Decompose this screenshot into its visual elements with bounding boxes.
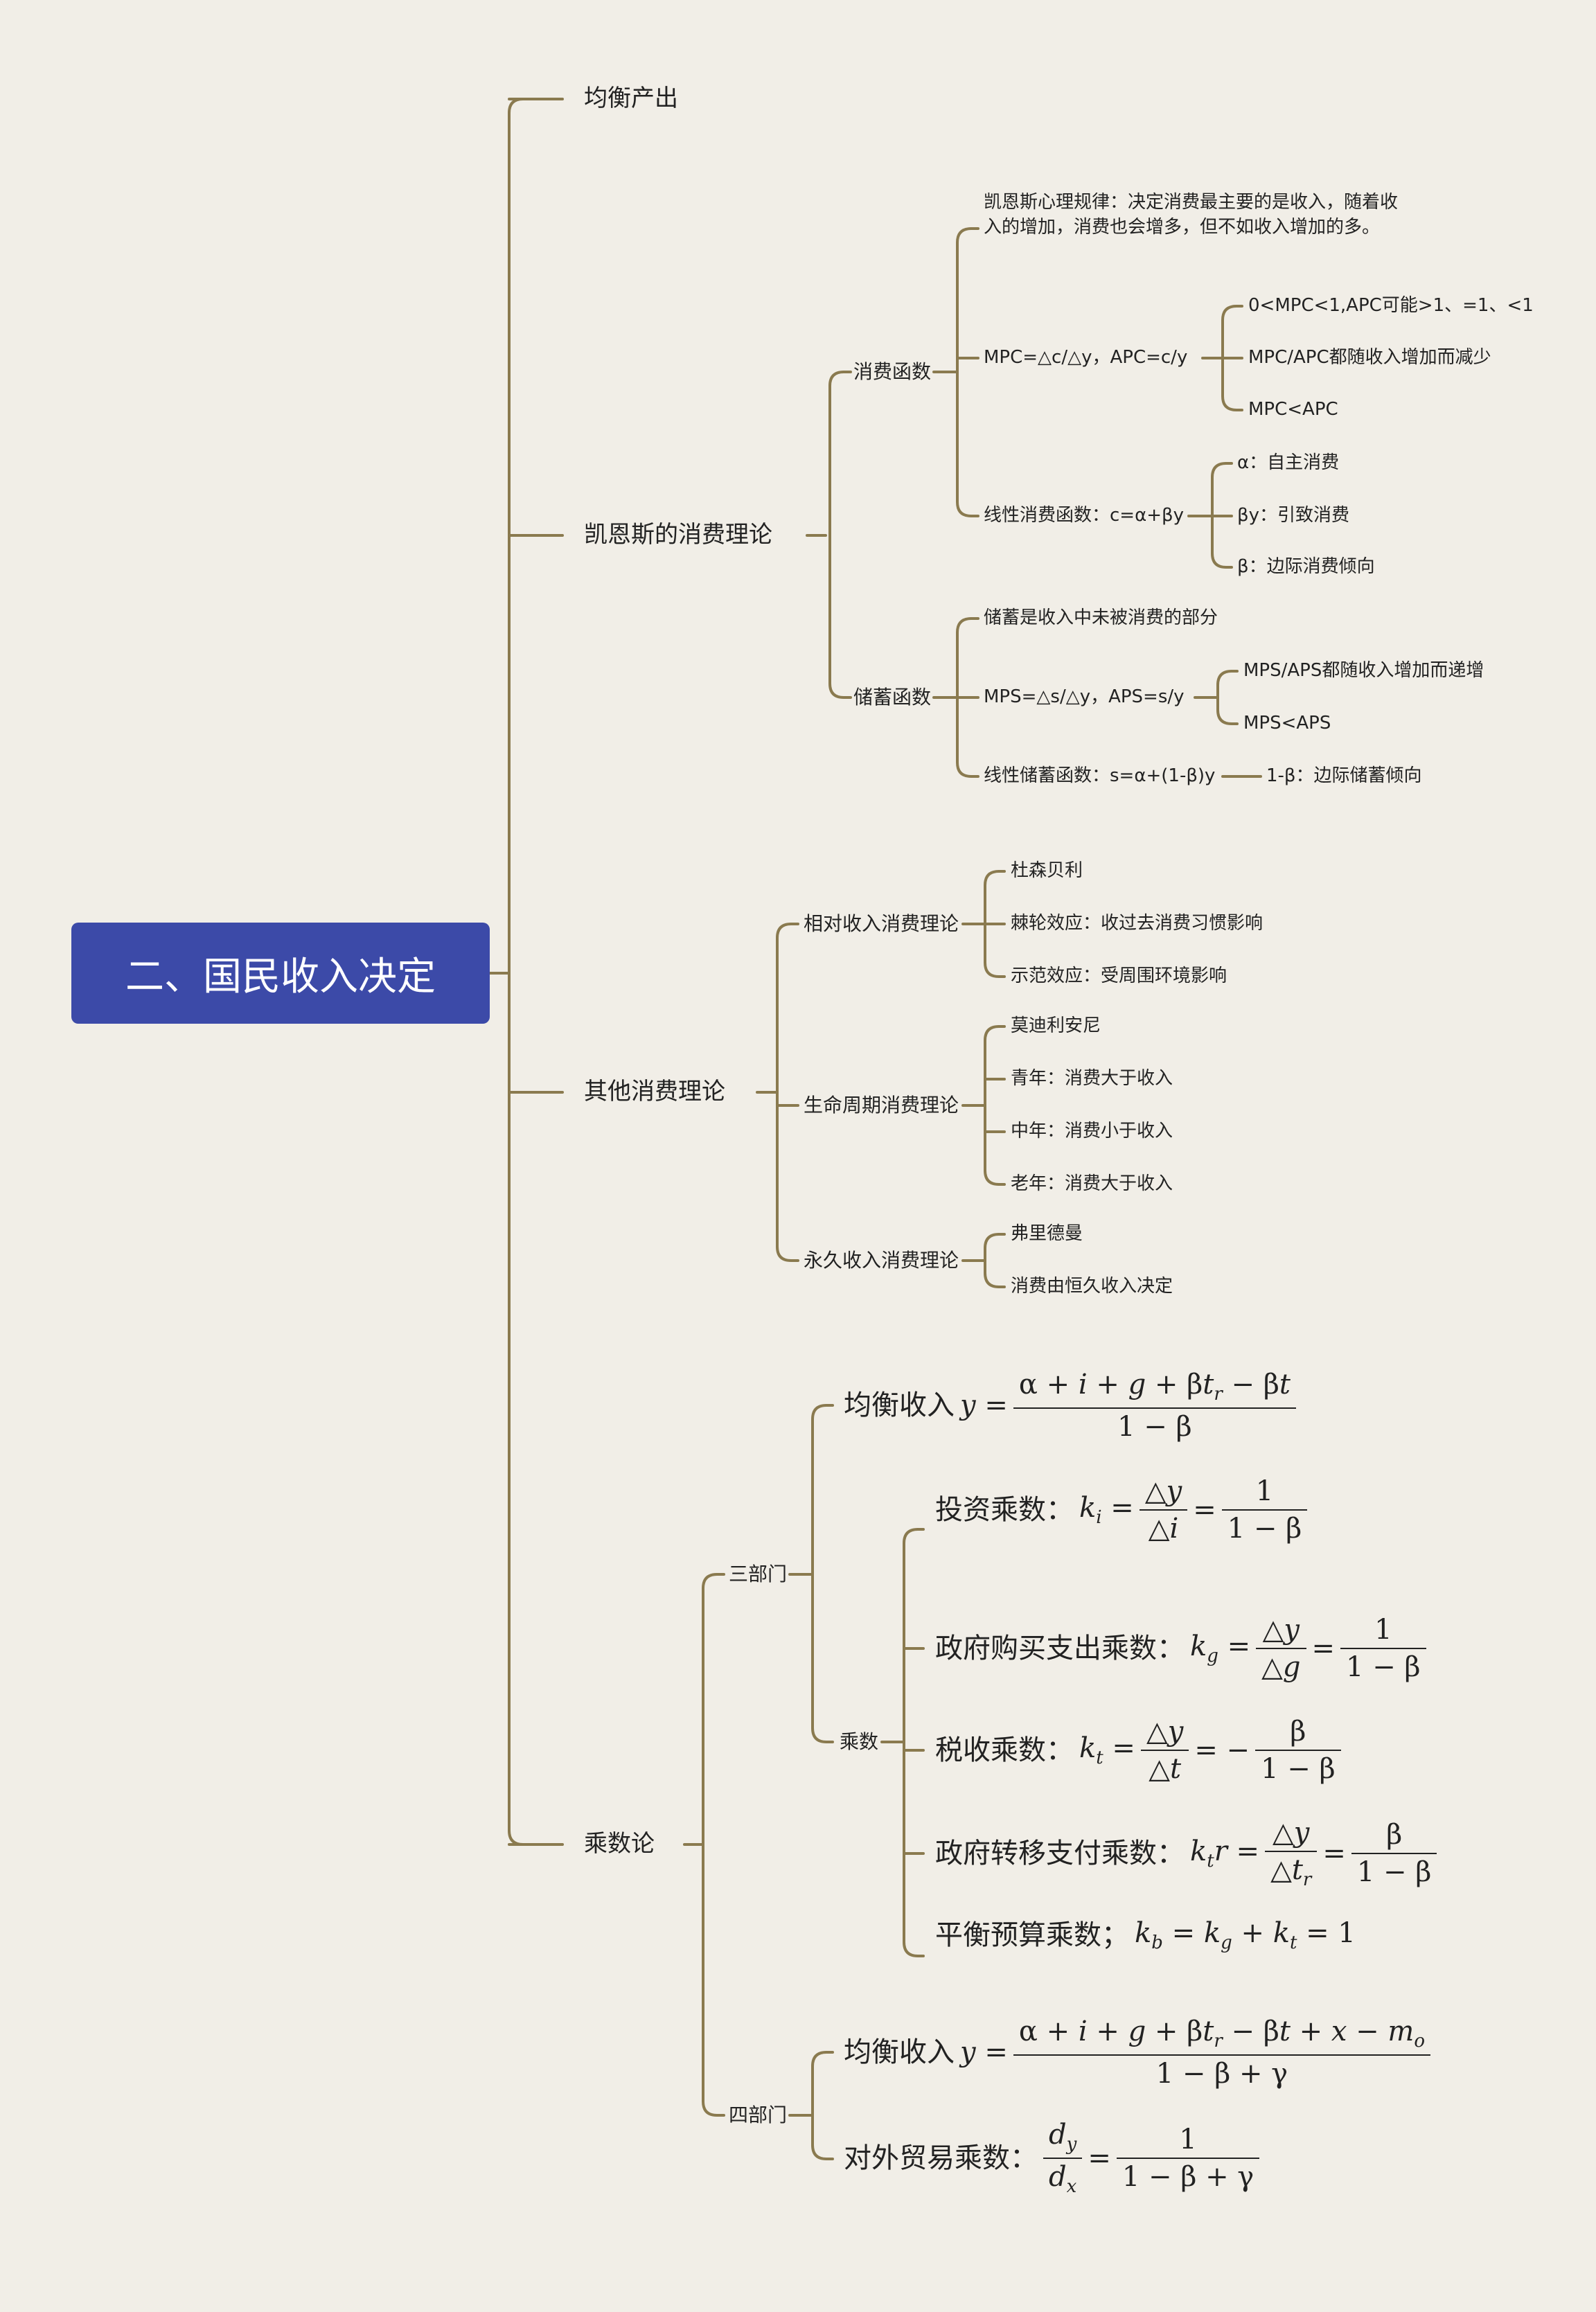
node-relative-income[interactable]: 相对收入消费理论 xyxy=(804,912,959,935)
node-linear-item-3[interactable]: β：边际消费倾向 xyxy=(1237,556,1375,577)
node-lifecycle-item-4[interactable]: 老年：消费大于收入 xyxy=(1011,1173,1173,1194)
node-relative-item-1[interactable]: 杜森贝利 xyxy=(1011,860,1083,881)
node-saving-def[interactable]: 储蓄是收入中未被消费的部分 xyxy=(984,607,1218,628)
node-consumption-function[interactable]: 消费函数 xyxy=(853,360,932,383)
node-linear-saving[interactable]: 线性储蓄函数：s=α+(1-β)y xyxy=(984,765,1216,786)
formula-balanced-budget-multiplier[interactable]: 平衡预算乘数； kb = kg + kt = 1 xyxy=(935,1917,1356,1953)
node-permanent-income[interactable]: 永久收入消费理论 xyxy=(804,1249,959,1272)
node-permanent-item-1[interactable]: 弗里德曼 xyxy=(1011,1223,1083,1244)
root-label: 二、国民收入决定 xyxy=(125,954,436,999)
node-mpc-item-2[interactable]: MPC/APC都随收入增加而减少 xyxy=(1248,347,1491,368)
node-mpc-item-1[interactable]: 0<MPC<1,APC可能>1、=1、<1 xyxy=(1248,295,1534,316)
node-multipliers[interactable]: 乘数 xyxy=(840,1730,879,1753)
node-linear-saving-item[interactable]: 1-β：边际储蓄倾向 xyxy=(1266,765,1422,786)
node-lifecycle-item-2[interactable]: 青年：消费大于收入 xyxy=(1011,1068,1173,1089)
node-lifecycle-item-3[interactable]: 中年：消费小于收入 xyxy=(1011,1121,1173,1141)
node-life-cycle[interactable]: 生命周期消费理论 xyxy=(804,1094,959,1117)
node-keynes-law[interactable]: 凯恩斯心理规律：决定消费最主要的是收入，随着收入的增加，消费也会增多，但不如收入… xyxy=(984,192,1399,238)
node-three-sector[interactable]: 三部门 xyxy=(729,1563,788,1585)
node-mpc-item-3[interactable]: MPC<APC xyxy=(1248,399,1338,420)
node-keynes[interactable]: 凯恩斯的消费理论 xyxy=(584,521,772,549)
node-four-sector[interactable]: 四部门 xyxy=(729,2104,788,2126)
node-mps-item-2[interactable]: MPS<APS xyxy=(1243,713,1331,733)
node-linear-consumption[interactable]: 线性消费函数：c=α+βy xyxy=(984,505,1184,526)
node-linear-item-2[interactable]: βy：引致消费 xyxy=(1237,505,1349,526)
node-relative-item-2[interactable]: 棘轮效应：收过去消费习惯影响 xyxy=(1011,913,1264,934)
node-permanent-item-2[interactable]: 消费由恒久收入决定 xyxy=(1011,1276,1173,1297)
node-relative-item-3[interactable]: 示范效应：受周围环境影响 xyxy=(1011,966,1227,986)
node-other-theories[interactable]: 其他消费理论 xyxy=(584,1078,725,1105)
node-lifecycle-item-1[interactable]: 莫迪利安尼 xyxy=(1011,1015,1101,1036)
node-mps-aps[interactable]: MPS=△s/△y，APS=s/y xyxy=(984,686,1185,707)
node-equilibrium-output[interactable]: 均衡产出 xyxy=(584,85,678,112)
node-multiplier[interactable]: 乘数论 xyxy=(584,1830,655,1858)
node-mps-item-1[interactable]: MPS/APS都随收入增加而递增 xyxy=(1243,660,1484,681)
node-linear-item-1[interactable]: α：自主消费 xyxy=(1237,452,1340,473)
node-mpc-apc[interactable]: MPC=△c/△y，APC=c/y xyxy=(984,347,1188,368)
root-node[interactable]: 二、国民收入决定 xyxy=(71,923,490,1024)
node-saving-function[interactable]: 储蓄函数 xyxy=(853,686,932,709)
